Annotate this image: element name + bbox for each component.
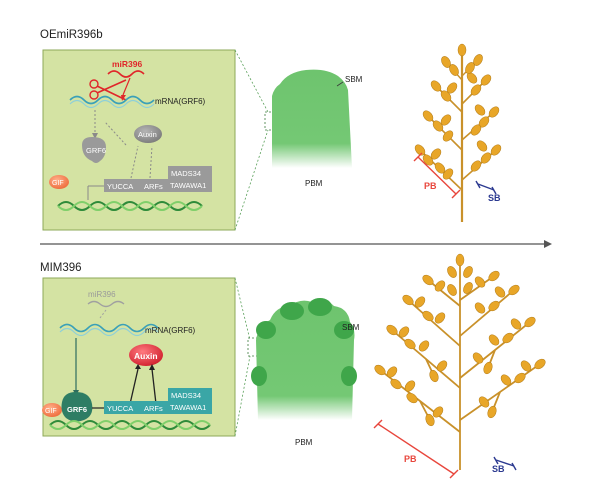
auxin-label-bottom: Auxin: [134, 351, 158, 361]
grf6-label-bottom: GRF6: [67, 405, 87, 414]
yucca-box-top: [104, 179, 140, 192]
mirna-label-bottom: miR396: [88, 290, 116, 299]
mirna-label-top: miR396: [112, 59, 143, 69]
yucca-label-top: YUCCA: [107, 182, 133, 191]
arfs-box-top: [140, 179, 168, 192]
sbm-label-bottom: SBM: [342, 323, 360, 332]
grf6-protein-top: [82, 137, 106, 163]
mads-tawawa-box-top: [168, 166, 212, 192]
pb-label-bottom: PB: [404, 454, 417, 464]
sb-label-bottom: SB: [492, 464, 505, 474]
mirna-strand-top: [107, 70, 145, 78]
mrna-strand-top: [69, 95, 155, 105]
mrna-label-top: mRNA(GRF6): [155, 97, 206, 106]
dna-helix-top: [57, 201, 203, 211]
mads34-label-top: MADS34: [171, 169, 201, 178]
gif-label-top: GIF: [52, 180, 64, 187]
gif-top: [49, 175, 69, 189]
grf6-protein-bottom: [61, 392, 93, 422]
sb-label-top: SB: [488, 193, 501, 203]
spikelets-bottom: [374, 253, 546, 427]
grf6-label-top: GRF6: [86, 146, 106, 155]
pb-label-top: PB: [424, 181, 437, 191]
meristem-top: [272, 69, 352, 168]
title-bottom: MIM396: [40, 262, 82, 274]
pb-bracket-top: [417, 156, 457, 195]
auxin-circle-top: [134, 125, 162, 143]
mads34-label-bottom: MADS34: [171, 391, 201, 400]
tawawa1-label-top: TAWAWA1: [170, 181, 206, 190]
mads-tawawa-box-bottom: [168, 388, 212, 414]
dna-helix-bottom: [49, 420, 211, 430]
pbm-label-bottom: PBM: [295, 438, 313, 447]
gif-bottom: [42, 403, 62, 417]
mrna-strand-bottom: [59, 323, 159, 333]
sb-bracket-bottom: [495, 459, 515, 467]
gif-label-bottom: GIF: [45, 408, 57, 415]
yucca-box-bottom: [104, 401, 140, 414]
mirna-arrow-top: [122, 77, 131, 96]
auxin-circle-bottom: [129, 344, 163, 366]
yucca-label-bottom: YUCCA: [107, 404, 133, 413]
arfs-label-top: ARFs: [144, 182, 163, 191]
title-top: OEmiR396b: [40, 29, 103, 41]
mirna-strand-bottom: [87, 300, 125, 308]
scissors-icon: [89, 79, 127, 101]
sbm-label-top: SBM: [345, 75, 363, 84]
pbm-label-top: PBM: [305, 179, 323, 188]
tawawa1-label-bottom: TAWAWA1: [170, 403, 206, 412]
arfs-box-bottom: [140, 401, 168, 414]
sb-bracket-top: [477, 183, 495, 191]
auxin-label-top: Auxin: [138, 130, 157, 139]
spikelets-top: [414, 43, 502, 180]
mrna-label-bottom: mRNA(GRF6): [145, 326, 196, 335]
arfs-label-bottom: ARFs: [144, 404, 163, 413]
pb-bracket-bottom: [377, 423, 455, 475]
meristem-bottom: [251, 298, 357, 420]
